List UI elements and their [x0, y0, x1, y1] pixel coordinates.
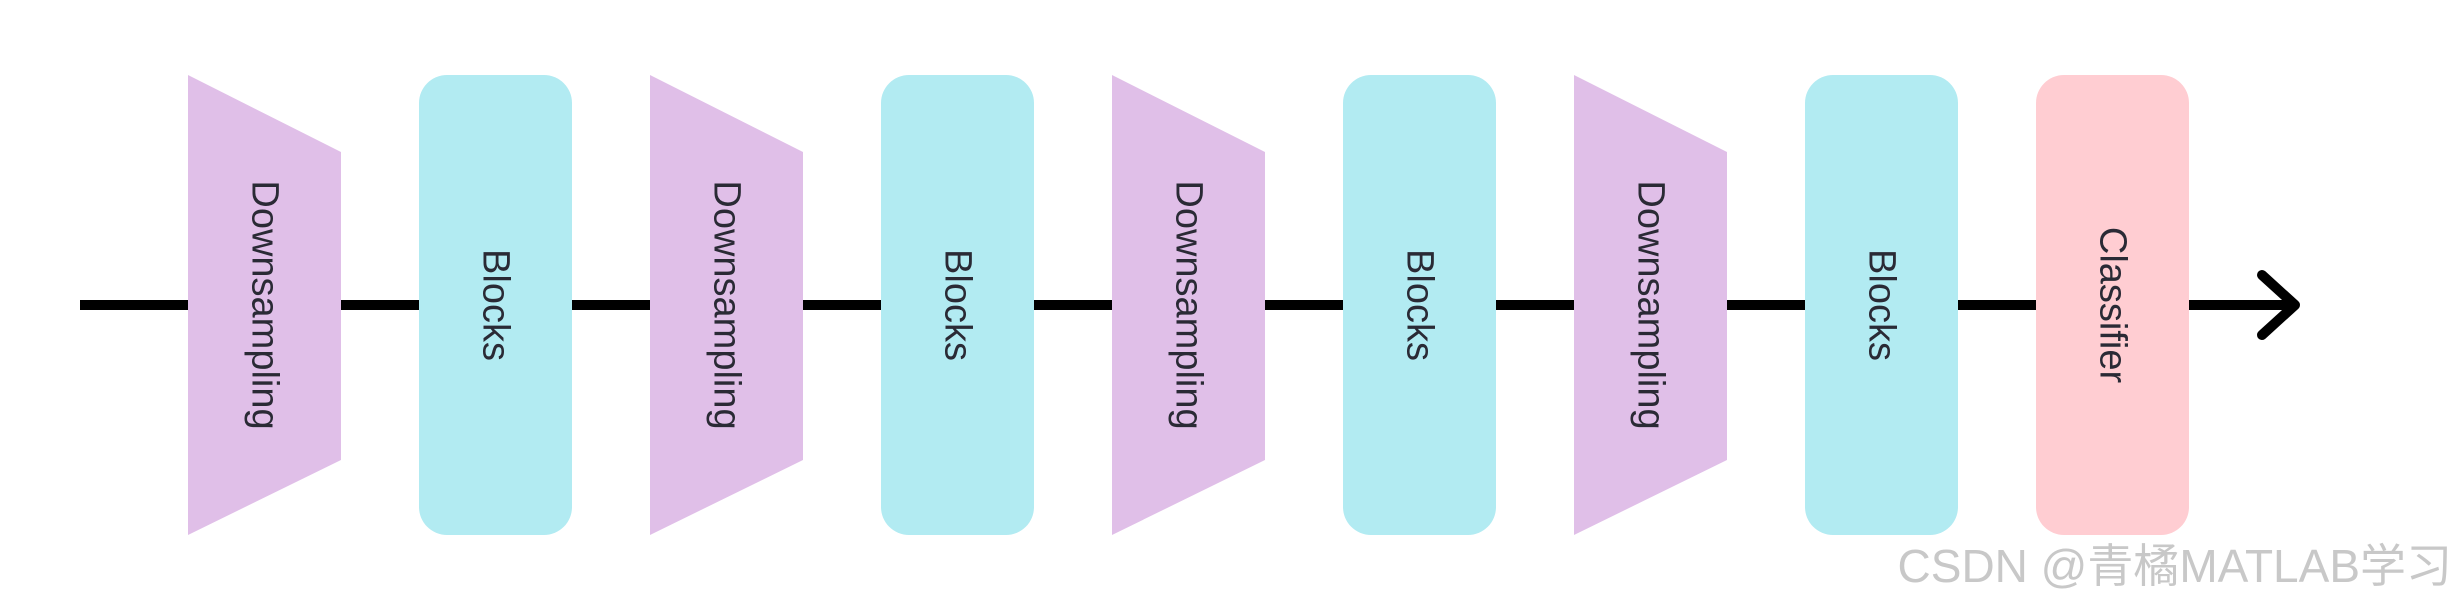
stage-nodes: Downsampling Blocks Downsampling Blocks Down… [188, 75, 2189, 535]
stage-label: Blocks [1861, 249, 1903, 361]
stage-label: Downsampling [706, 180, 748, 429]
stage-label: Downsampling [1630, 180, 1672, 429]
stage-label: Classifier [2092, 227, 2134, 384]
downsampling-trapezoid [1574, 75, 1727, 535]
stage-label: Blocks [937, 249, 979, 361]
arrow-head-icon [2257, 270, 2300, 340]
stage-downsampling: Downsampling [1112, 75, 1265, 535]
blocks-box [881, 75, 1034, 535]
stage-label: Downsampling [1168, 180, 1210, 429]
blocks-box [419, 75, 572, 535]
blocks-box [1343, 75, 1496, 535]
classifier-box [2036, 75, 2189, 535]
stage-label: Blocks [1399, 249, 1441, 361]
blocks-box [1805, 75, 1958, 535]
stage-downsampling: Downsampling [1574, 75, 1727, 535]
downsampling-trapezoid [650, 75, 803, 535]
stage-classifier: Classifier [2036, 75, 2189, 535]
watermark-text: CSDN @青橘MATLAB学习 [1897, 540, 2452, 592]
stage-blocks: Blocks [881, 75, 1034, 535]
stage-blocks: Blocks [1343, 75, 1496, 535]
stage-label: Blocks [475, 249, 517, 361]
stage-downsampling: Downsampling [188, 75, 341, 535]
stage-blocks: Blocks [1805, 75, 1958, 535]
stage-label: Downsampling [244, 180, 286, 429]
downsampling-trapezoid [188, 75, 341, 535]
downsampling-trapezoid [1112, 75, 1265, 535]
stage-downsampling: Downsampling [650, 75, 803, 535]
stage-blocks: Blocks [419, 75, 572, 535]
